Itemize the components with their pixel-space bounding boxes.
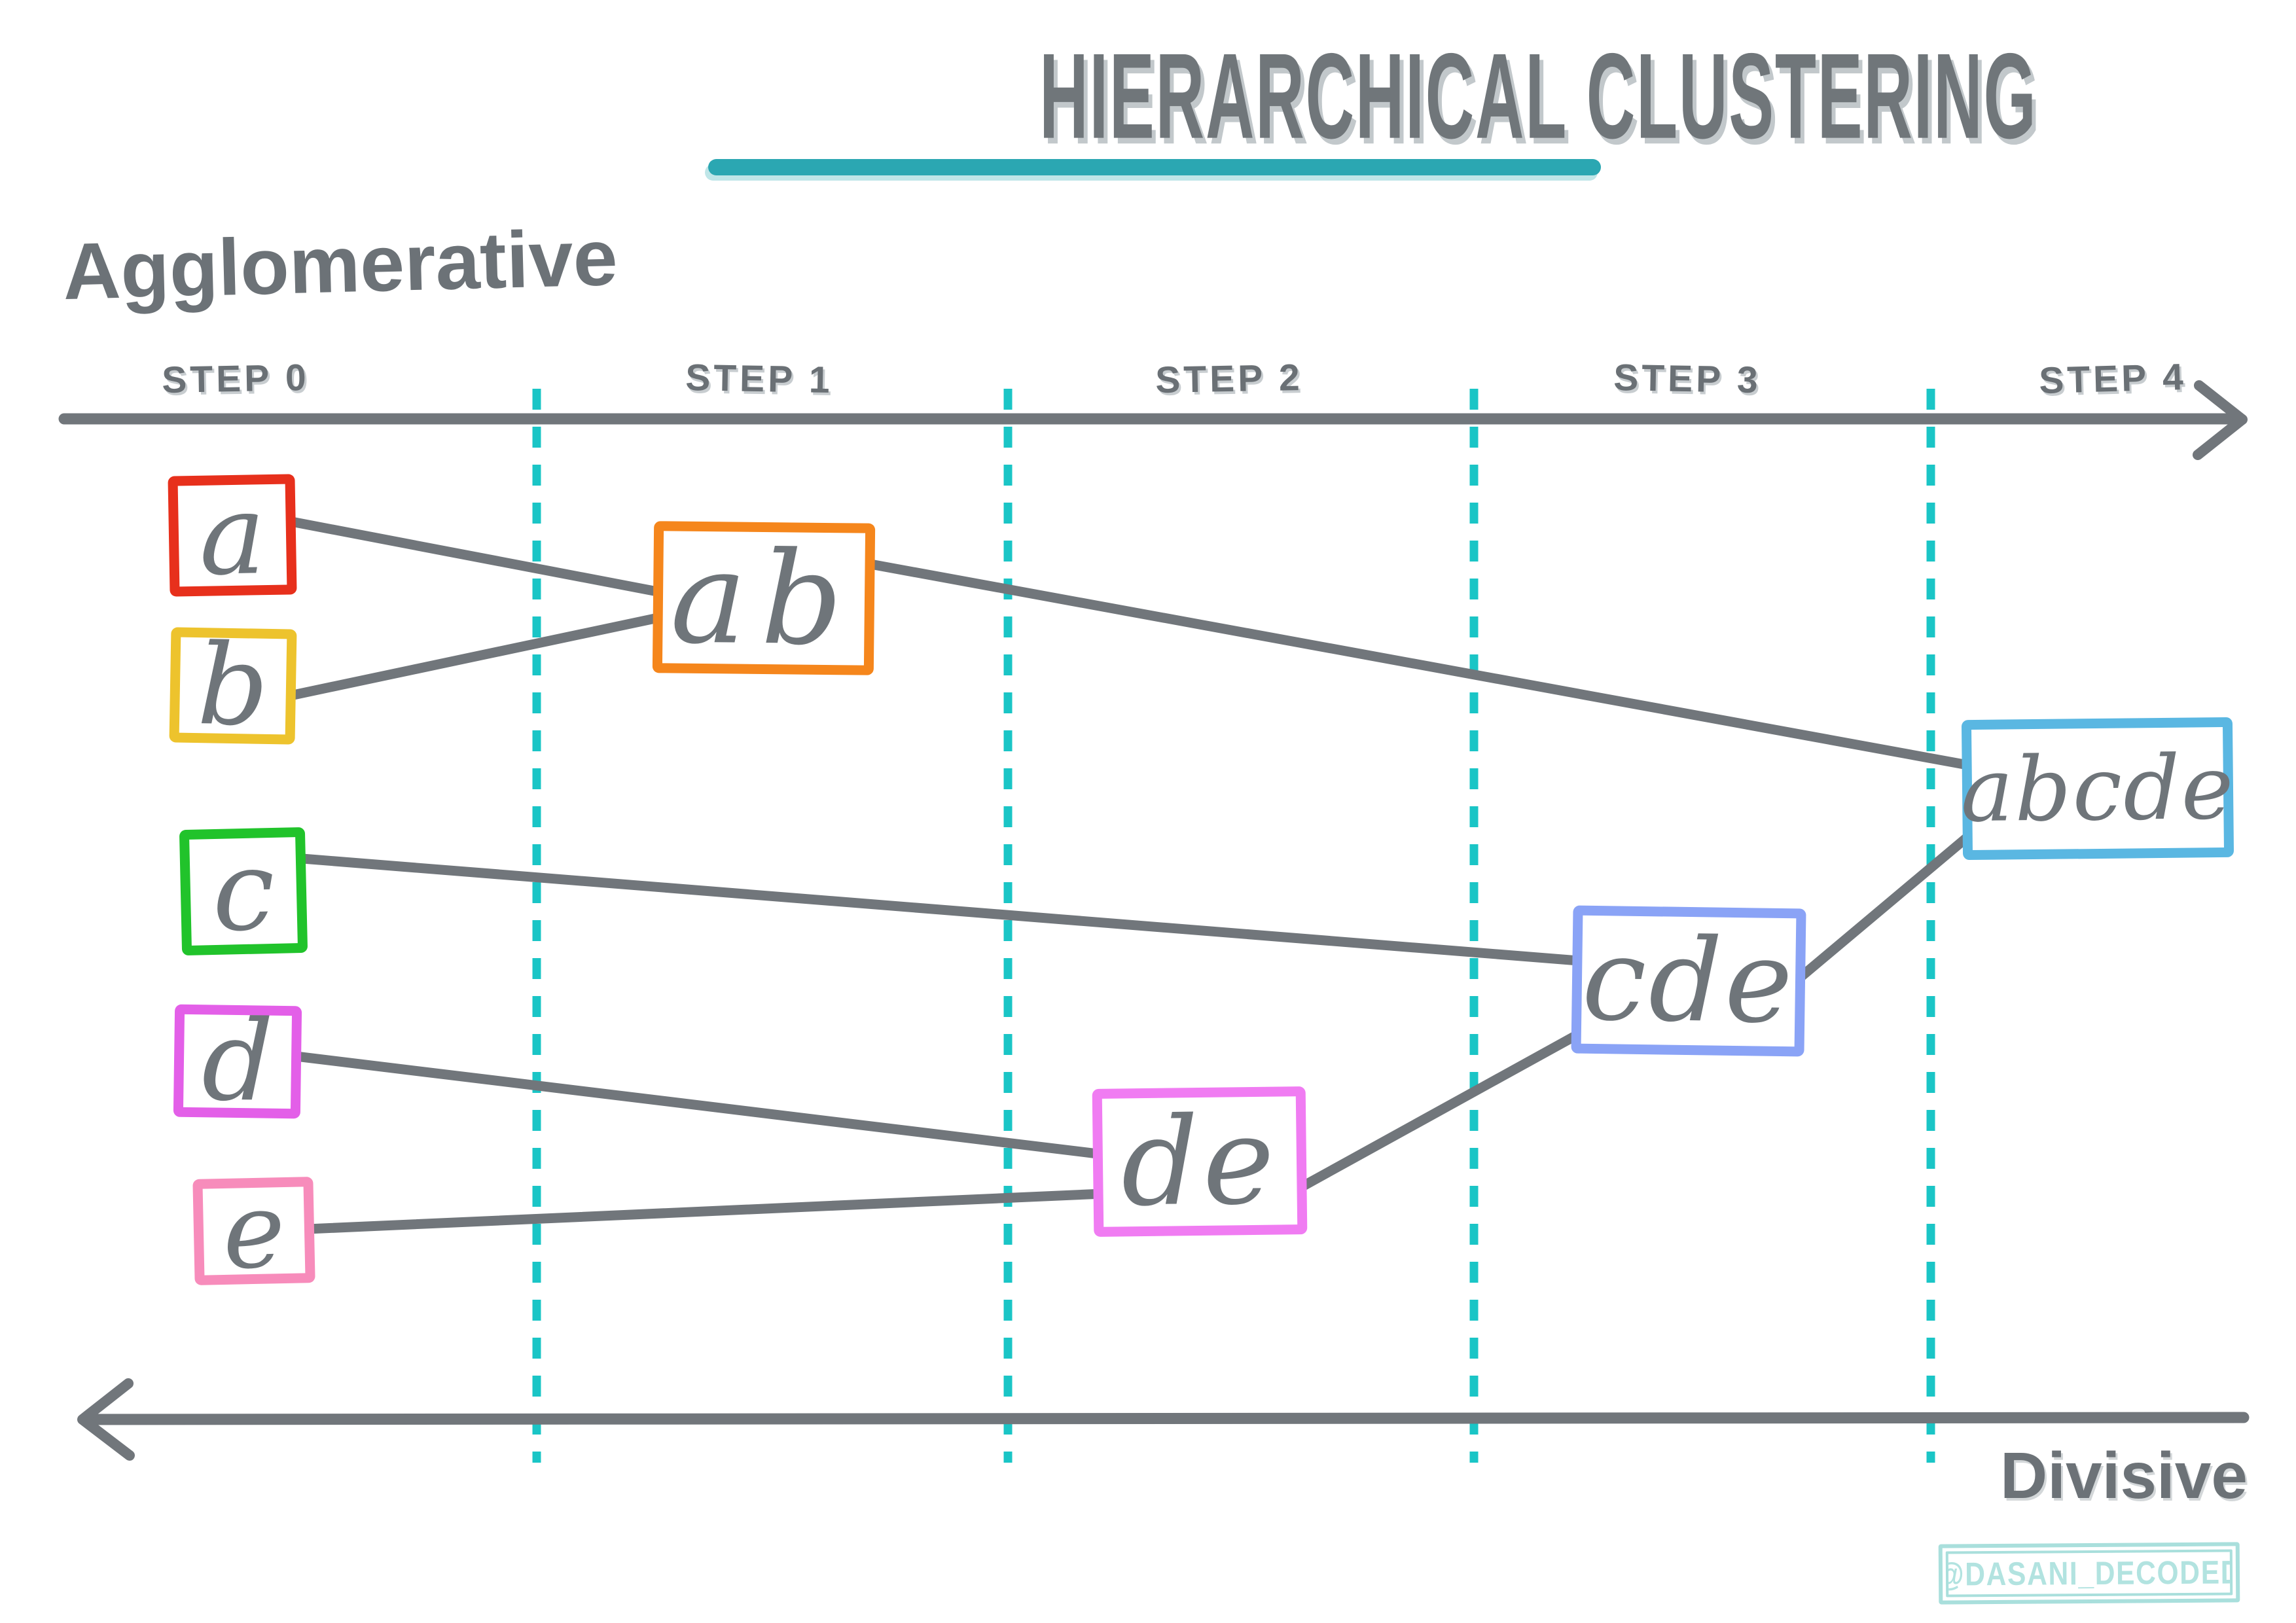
cluster-label-ab: ab bbox=[670, 523, 858, 673]
step-label-1: STEP 1 bbox=[685, 357, 834, 401]
watermark-badge: @DASANI_DECODED bbox=[1938, 1542, 2240, 1605]
cluster-node-e: e bbox=[192, 1169, 315, 1293]
watermark-text: @DASANI_DECODED bbox=[1945, 1554, 2233, 1593]
cluster-label-de: de bbox=[1120, 1090, 1280, 1233]
cluster-label-a: a bbox=[198, 470, 267, 601]
agglomerative-axis-arrowhead bbox=[2193, 380, 2248, 460]
cluster-label-c: c bbox=[211, 825, 276, 957]
edge-c-cde bbox=[297, 853, 1584, 966]
edge-b-ab bbox=[288, 611, 670, 700]
cluster-node-de: de bbox=[1092, 1086, 1308, 1237]
divisive-axis-arrowhead bbox=[77, 1378, 135, 1461]
cluster-node-cde: cde bbox=[1571, 905, 1806, 1057]
cluster-node-c: c bbox=[179, 825, 308, 957]
edge-cde-abcde bbox=[1795, 829, 1977, 983]
watermark-inner-frame: @DASANI_DECODED bbox=[1945, 1549, 2233, 1597]
cluster-node-ab: ab bbox=[652, 521, 876, 675]
cluster-node-abcde: abcde bbox=[1960, 717, 2236, 861]
page-title-text: HIERARCHICAL CLUSTERING bbox=[1039, 28, 2037, 164]
cluster-node-a: a bbox=[168, 470, 297, 601]
cluster-label-cde: cde bbox=[1581, 913, 1797, 1049]
cluster-label-abcde: abcde bbox=[1960, 736, 2236, 842]
step-label-0: STEP 0 bbox=[161, 357, 310, 401]
edge-ab-abcde bbox=[865, 559, 1977, 771]
cluster-label-e: e bbox=[221, 1169, 287, 1293]
cluster-label-d: d bbox=[201, 996, 274, 1127]
divisive-label: Divisive bbox=[2000, 1439, 2248, 1512]
edge-d-de bbox=[291, 1051, 1108, 1160]
edge-de-cde bbox=[1296, 1029, 1584, 1192]
agglomerative-label: Agglomerative bbox=[62, 212, 619, 317]
edge-e-de bbox=[302, 1188, 1108, 1234]
step-label-2: STEP 2 bbox=[1155, 357, 1304, 401]
step-label-3: STEP 3 bbox=[1613, 357, 1762, 401]
step-label-4: STEP 4 bbox=[2038, 356, 2187, 402]
divisive-axis bbox=[79, 1412, 2250, 1425]
title-underline bbox=[708, 159, 1601, 175]
edge-a-ab bbox=[286, 516, 670, 598]
cluster-node-d: d bbox=[173, 996, 302, 1127]
cluster-label-b: b bbox=[196, 620, 270, 751]
cluster-node-b: b bbox=[169, 620, 297, 751]
page-title: HIERARCHICAL CLUSTERING bbox=[707, 26, 2036, 164]
